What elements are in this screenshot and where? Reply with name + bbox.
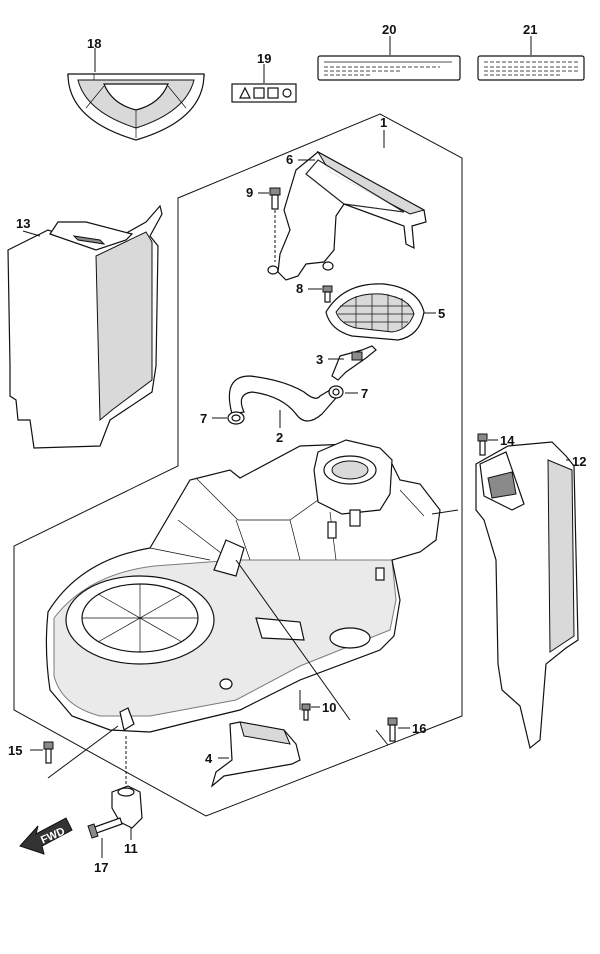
part-10-screw <box>301 703 320 721</box>
callout-7-right: 7 <box>361 386 368 401</box>
callout-4: 4 <box>205 751 213 766</box>
callout-6: 6 <box>286 152 293 167</box>
part-19-warning-label <box>231 64 297 103</box>
callout-20: 20 <box>382 22 396 37</box>
callout-5: 5 <box>438 306 445 321</box>
main-base-case <box>45 439 441 733</box>
part-2-hose <box>228 375 337 428</box>
part-4-bracket <box>210 721 301 788</box>
assembly-boundary <box>13 113 463 817</box>
part-21-label <box>477 36 585 81</box>
callout-8: 8 <box>296 281 303 296</box>
part-15-bolt <box>30 725 119 779</box>
part-3-valve <box>328 345 377 381</box>
part-7-clamp-right <box>328 385 358 399</box>
part-17-bolt <box>87 817 123 858</box>
leader-16 <box>375 729 389 746</box>
callout-2: 2 <box>276 430 283 445</box>
callout-21: 21 <box>523 22 537 37</box>
part-18-decal <box>66 48 206 141</box>
part-13-side-cover <box>7 204 163 449</box>
fwd-arrow: FWD <box>19 817 73 855</box>
part-16-bolt <box>387 717 410 742</box>
callout-11: 11 <box>124 841 138 856</box>
callout-1: 1 <box>380 115 387 130</box>
fwd-label: FWD <box>39 825 67 846</box>
part-11-mount <box>111 736 143 840</box>
callout-17: 17 <box>94 860 108 875</box>
callout-18: 18 <box>87 36 101 51</box>
part-5-screen <box>325 283 436 341</box>
callout-10: 10 <box>322 700 336 715</box>
part-9-bolt <box>258 187 281 262</box>
callout-3: 3 <box>316 352 323 367</box>
callout-12: 12 <box>572 454 586 469</box>
callouts: 18 19 20 21 1 6 9 13 8 5 3 7 7 2 14 12 1… <box>8 22 586 875</box>
leader-12-base <box>431 509 459 515</box>
leader-cover-4 <box>235 559 351 721</box>
part-7-clamp-left <box>212 411 245 425</box>
callout-13: 13 <box>16 216 30 231</box>
callout-9: 9 <box>246 185 253 200</box>
callout-16: 16 <box>412 721 426 736</box>
callout-19: 19 <box>257 51 271 66</box>
callout-7-left: 7 <box>200 411 207 426</box>
part-12-side-cover <box>475 441 579 750</box>
part-6-upper-cover <box>267 150 427 281</box>
part-20-label <box>317 36 461 81</box>
callout-14: 14 <box>500 433 515 448</box>
part-8-bolt <box>308 285 333 303</box>
part-14-bolt <box>477 433 498 456</box>
callout-15: 15 <box>8 743 22 758</box>
